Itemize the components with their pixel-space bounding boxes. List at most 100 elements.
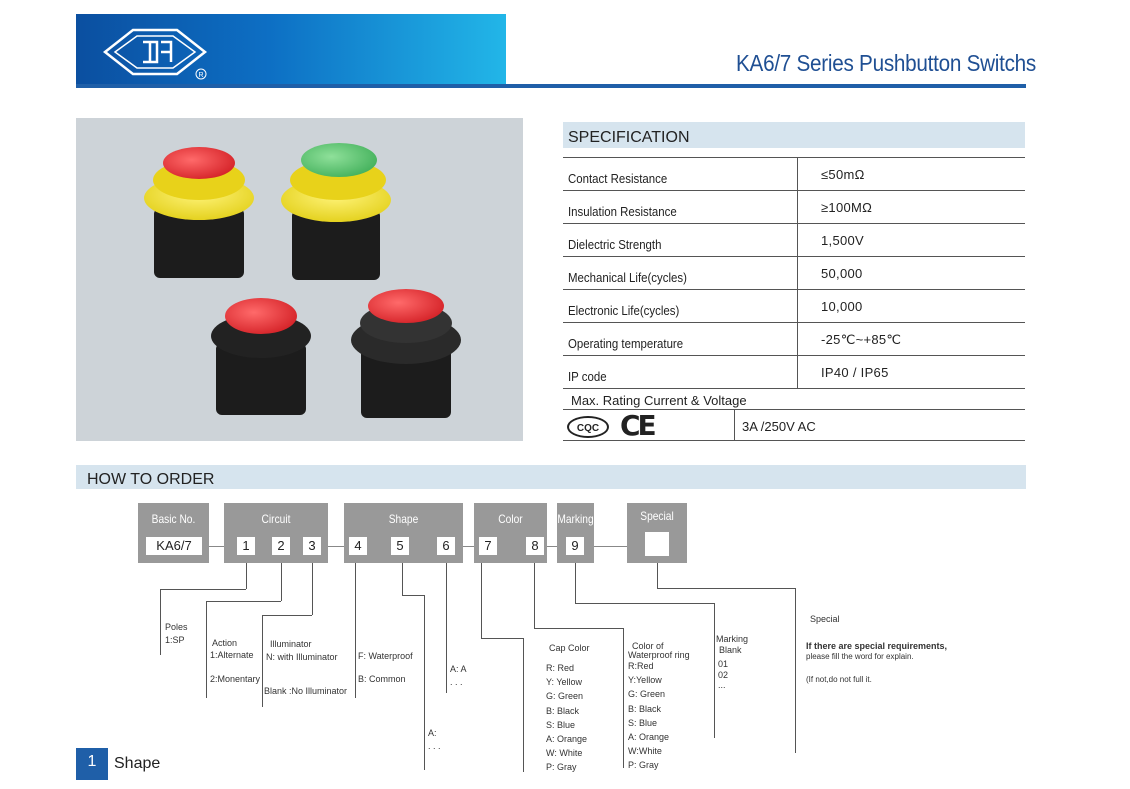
shape6-opt: A: A <box>450 664 467 674</box>
pushbutton-switches-image <box>144 143 461 418</box>
leader-line <box>355 563 356 698</box>
connector <box>463 546 474 547</box>
ring-color-item: R:Red <box>628 661 654 671</box>
shape5-opt: A: <box>428 728 437 738</box>
leader-line <box>657 563 658 588</box>
special-line-2: please fill the word for explain. <box>806 652 914 661</box>
shape-label: Shape <box>388 512 419 526</box>
spec-row-rule <box>563 322 1025 323</box>
cqc-mark-icon: CQC <box>567 416 609 438</box>
spec-label: Dielectric Strength <box>568 237 662 252</box>
marking-item: 02 <box>718 669 729 680</box>
cell-4: 4 <box>349 537 367 555</box>
spec-row-rule <box>563 355 1025 356</box>
leader-line <box>481 638 523 639</box>
spec-value: 1,500V <box>821 233 865 248</box>
spec-label: Insulation Resistance <box>568 204 677 219</box>
spec-label: Electronic Life(cycles) <box>568 303 680 318</box>
order-title: HOW TO ORDER <box>87 471 215 488</box>
color-label: Color <box>498 512 523 526</box>
special-cell <box>645 532 669 556</box>
spec-value: 50,000 <box>821 266 863 281</box>
cell-9: 9 <box>566 537 584 555</box>
action-title: Action <box>212 638 238 648</box>
spec-row-rule <box>563 190 1025 191</box>
company-logo-icon: R <box>102 28 208 80</box>
section-title: Shape <box>114 755 161 772</box>
spec-bottom-rule <box>563 440 1025 441</box>
leader-line <box>623 628 624 768</box>
cap-color-title: Cap Color <box>549 643 590 653</box>
ring-color-item: A: Orange <box>628 732 670 742</box>
spec-label: IP code <box>568 369 607 384</box>
ce-mark-icon: CE <box>620 409 657 442</box>
leader-line <box>534 628 623 629</box>
special-line-1: If there are special requirements, <box>806 641 948 651</box>
spec-rating-divider <box>734 409 735 440</box>
leader-line <box>160 589 246 590</box>
spec-row-rule <box>563 223 1025 224</box>
spec-value: ≥100MΩ <box>821 200 873 215</box>
marking-label: Marking <box>557 512 594 526</box>
section-number: 1 <box>76 748 108 780</box>
marking-blank: Blank <box>719 645 742 655</box>
leader-line <box>402 563 403 595</box>
spec-value: 10,000 <box>821 299 863 314</box>
action-momentary: 2:Monentary <box>210 674 261 684</box>
cell-5: 5 <box>391 537 409 555</box>
illum-with: N: with Illuminator <box>266 652 338 662</box>
shape-waterproof: F: Waterproof <box>358 651 413 661</box>
marking-title: Marking <box>716 634 749 644</box>
leader-line <box>481 563 482 638</box>
cap-color-item: Y: Yellow <box>546 677 583 688</box>
spec-value: ≤50mΩ <box>821 167 865 182</box>
connector <box>547 546 557 547</box>
marking-item: 01 <box>718 659 729 669</box>
ring-color-item: W:White <box>628 746 662 757</box>
special-title: Special <box>810 614 840 624</box>
page-title: KA6/7 Series Pushbutton Switchs <box>736 50 1037 76</box>
connector <box>209 546 224 547</box>
svg-text:R: R <box>198 72 203 79</box>
shape-common: B: Common <box>358 674 406 684</box>
leader-line <box>262 615 263 707</box>
spec-col-divider <box>797 157 798 388</box>
ring-color-item: S: Blue <box>628 717 658 728</box>
cap-color-item: P: Gray <box>546 762 577 773</box>
spec-title: SPECIFICATION <box>568 129 690 146</box>
leader-line <box>795 588 796 753</box>
basic-no-cell: KA6/7 <box>146 537 202 555</box>
leader-line <box>160 589 161 655</box>
leader-line <box>657 588 795 589</box>
shape5-more: . . . <box>428 741 441 751</box>
ring-color-item: G: Green <box>628 689 666 700</box>
spec-row-rule <box>563 388 1025 389</box>
cap-color-item: W: White <box>546 748 583 759</box>
spec-label: Operating temperature <box>568 336 684 351</box>
poles-title: Poles <box>165 622 188 632</box>
leader-line <box>575 563 576 603</box>
leader-line <box>402 595 424 596</box>
illum-title: Illuminator <box>270 639 312 649</box>
cap-color-item: G: Green <box>546 691 584 702</box>
ring-color-item: Y:Yellow <box>628 675 662 686</box>
leader-line <box>281 563 282 601</box>
rating-label: Max. Rating Current & Voltage <box>571 393 747 408</box>
leader-line <box>575 603 714 604</box>
cap-color-item: A: Orange <box>546 734 588 744</box>
cell-1: 1 <box>237 537 255 555</box>
leader-line <box>424 595 425 770</box>
leader-line <box>714 603 715 738</box>
ring-title-1: Color of <box>632 641 664 651</box>
spec-value: IP40 / IP65 <box>821 365 889 380</box>
poles-value: 1:SP <box>165 635 185 645</box>
illum-blank: Blank :No Illuminator <box>264 686 348 696</box>
cell-8: 8 <box>526 537 544 555</box>
product-photo <box>76 118 523 441</box>
spec-label: Contact Resistance <box>568 171 668 186</box>
connector <box>328 546 344 547</box>
special-line-3: (If not,do not full it. <box>806 675 872 684</box>
cap-color-item: B: Black <box>546 705 580 716</box>
leader-line <box>446 563 447 693</box>
cell-6: 6 <box>437 537 455 555</box>
